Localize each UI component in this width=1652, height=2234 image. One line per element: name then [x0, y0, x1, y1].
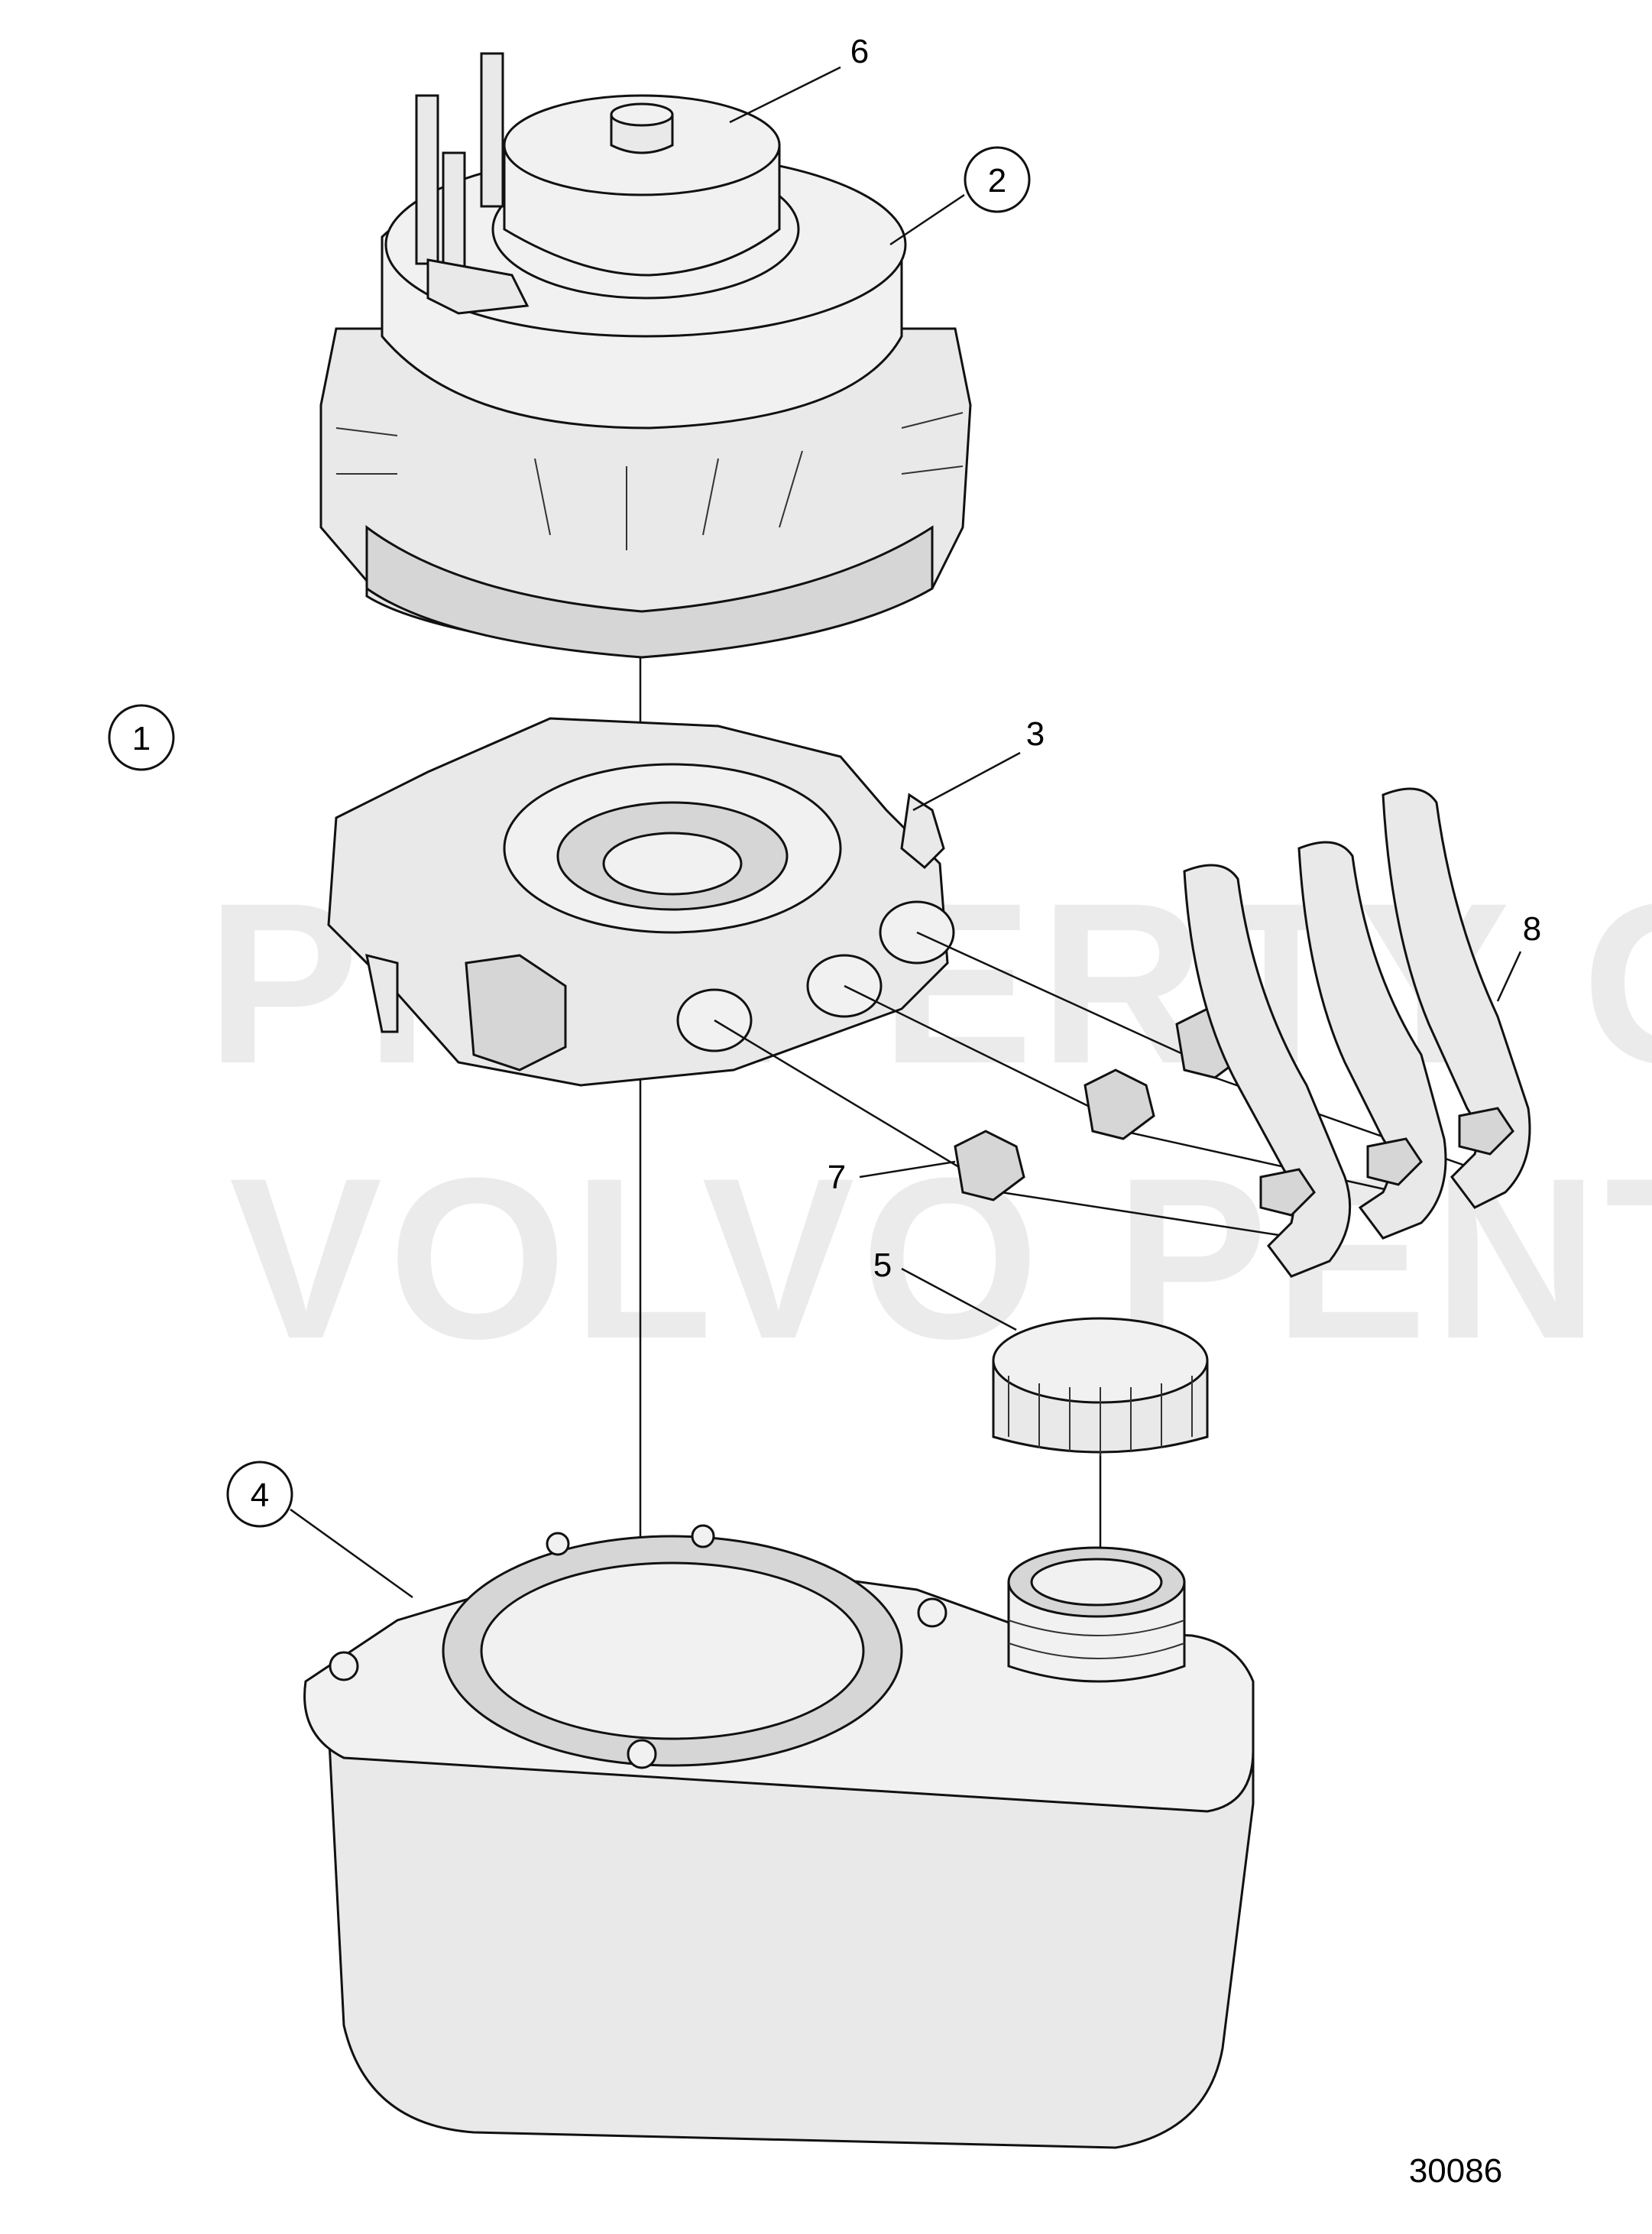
leader-4 — [290, 1508, 413, 1599]
callout-label-4: 4 — [251, 1477, 269, 1514]
hoses-part-8 — [1183, 787, 1531, 1278]
reservoir-part-4 — [303, 1524, 1255, 2149]
callout-label-6: 6 — [850, 33, 869, 70]
callout-label-5: 5 — [873, 1247, 892, 1284]
callout-circle-4 — [226, 1461, 293, 1528]
leader-7 — [859, 1160, 956, 1179]
leader-3 — [912, 751, 1021, 812]
leader-lines — [290, 66, 1522, 1599]
leader-6 — [729, 66, 841, 124]
valve-block-part-3 — [327, 717, 955, 1087]
callout-label-2: 2 — [988, 162, 1006, 199]
callout-label-3: 3 — [1026, 715, 1045, 753]
figure-number: 30086 — [1409, 2152, 1502, 2190]
callout-circle-2 — [964, 146, 1031, 213]
connection-lines — [714, 931, 1498, 1240]
callout-label-7: 7 — [828, 1159, 846, 1196]
callout-label-1: 1 — [132, 720, 151, 757]
cap-part-5 — [992, 1317, 1209, 1456]
leader-5 — [901, 1267, 1017, 1331]
pump-motor-part-2 — [319, 52, 972, 659]
leader-2 — [889, 193, 965, 246]
leader-8 — [1496, 951, 1522, 1002]
callout-label-8: 8 — [1523, 910, 1541, 948]
callout-circle-1 — [108, 704, 175, 771]
